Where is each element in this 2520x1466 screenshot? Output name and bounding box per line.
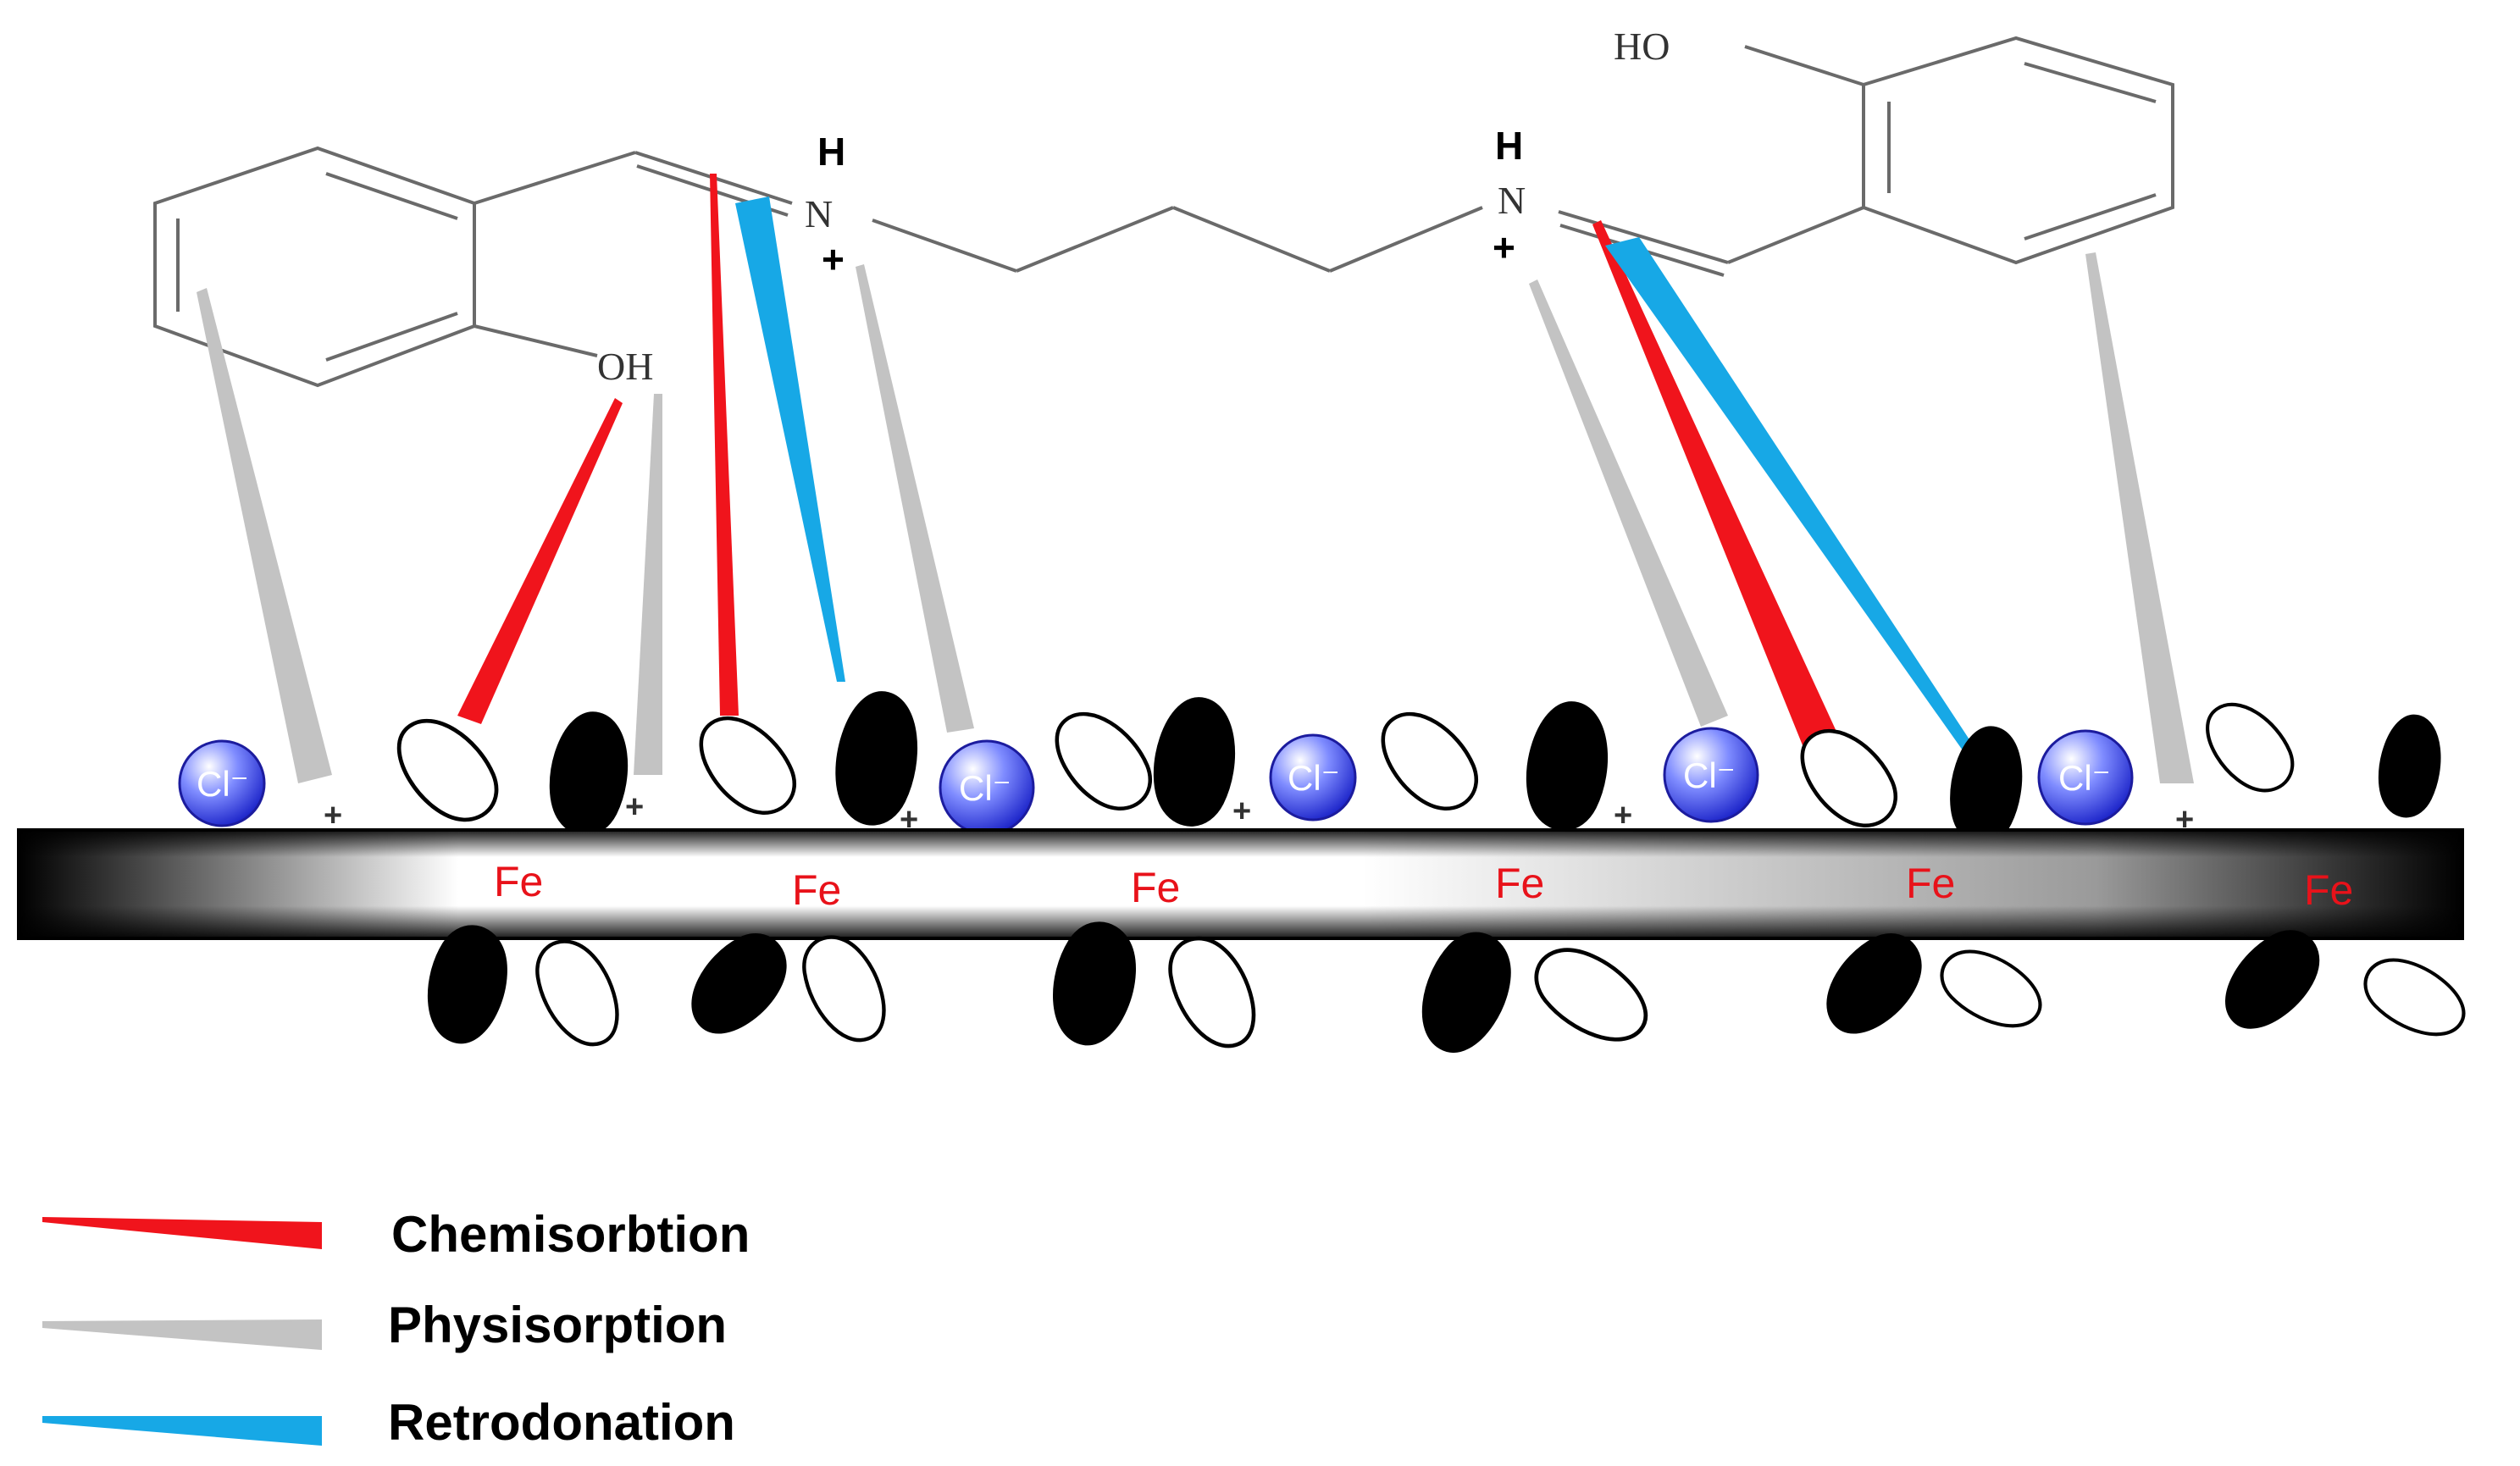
surface-plus: + [625, 789, 644, 825]
iron-label: Fe [1131, 864, 1180, 911]
physisorption-wedge [856, 264, 974, 733]
chloride-ion: Cl⁻ [939, 739, 1035, 836]
orbital-lobe-empty [1160, 927, 1266, 1059]
svg-text:Cl⁻: Cl⁻ [959, 768, 1011, 808]
chloride-ion: Cl⁻ [1663, 727, 1759, 823]
orbital-lobe-filled [1808, 921, 1938, 1046]
right-benzene-ring [1862, 36, 2174, 265]
legend-label: Physisorption [388, 1297, 727, 1353]
orbital-lobe-empty [687, 700, 808, 830]
chemisorption-wedge [457, 398, 623, 724]
chemisorption-wedge [710, 174, 739, 716]
orbital-lobe-empty [2354, 943, 2475, 1053]
legend-item-retrodonation: Retrodonation [42, 1394, 735, 1451]
physisorption-wedge [634, 394, 662, 775]
iron-surface: Fe Fe Fe Fe Fe Fe [17, 828, 2464, 940]
surface-plus: + [1232, 794, 1251, 829]
svg-text:Cl⁻: Cl⁻ [1683, 755, 1736, 795]
chloride-ion: Cl⁻ [178, 739, 266, 827]
iron-label: Fe [1906, 860, 1955, 907]
orbital-lobe-empty [384, 701, 510, 838]
hydrogen-right: H [1495, 124, 1523, 168]
retrodonation-wedge [1605, 237, 1979, 756]
retrodonation-legend-swatch [42, 1416, 322, 1446]
legend-label: Retrodonation [388, 1394, 735, 1451]
legend-item-chemisorption: Chemisorbtion [42, 1206, 750, 1263]
retrodonation-wedge [735, 196, 845, 682]
orbital-lobes-top [384, 686, 2453, 849]
surface-plus: + [324, 798, 342, 833]
chemisorption-legend-swatch [42, 1217, 322, 1249]
iron-label: Fe [792, 866, 841, 914]
left-benzene-ring [153, 146, 476, 388]
chemisorption-wedge [1592, 220, 1838, 745]
physisorption-wedge [197, 288, 332, 783]
orbital-lobe-empty [1930, 934, 2052, 1044]
nitrogen-left: N [805, 192, 833, 235]
interaction-wedges [197, 174, 2194, 783]
orbital-lobe-empty [1523, 930, 1660, 1061]
orbital-lobe-empty [527, 930, 628, 1056]
orbital-lobe-filled [1515, 696, 1621, 837]
orbital-lobe-empty [1043, 695, 1164, 826]
hydroxyl-right: HO [1614, 25, 1670, 68]
svg-text:Cl⁻: Cl⁻ [197, 764, 249, 804]
iron-label: Fe [494, 858, 543, 905]
svg-text:Cl⁻: Cl⁻ [1288, 758, 1340, 798]
orbital-lobe-empty [2195, 688, 2305, 806]
legend-label: Chemisorbtion [391, 1206, 750, 1263]
physisorption-wedge [2085, 252, 2194, 783]
legend-item-physisorption: Physisorption [42, 1297, 727, 1353]
charge-plus-right: + [1493, 225, 1515, 269]
orbital-lobe-filled [2367, 708, 2453, 824]
chloride-ions: Cl⁻ Cl⁻ Cl⁻ Cl⁻ Cl⁻ [178, 727, 2134, 836]
surface-charges: + + + + + + [324, 789, 2194, 838]
iron-label: Fe [1495, 860, 1544, 907]
orbital-lobe-filled [1403, 921, 1529, 1064]
surface-plus: + [1614, 798, 1632, 833]
hydroxyl-left: OH [597, 345, 653, 388]
chloride-ion: Cl⁻ [1269, 733, 1357, 822]
orbital-lobe-empty [1369, 695, 1490, 826]
chloride-ion: Cl⁻ [2037, 729, 2134, 826]
hydrogen-left: H [817, 130, 845, 174]
legend: Chemisorbtion Physisorption Retrodonatio… [42, 1206, 750, 1451]
physisorption-legend-swatch [42, 1319, 322, 1350]
charge-plus-left: + [822, 237, 845, 281]
nitrogen-right: N [1498, 179, 1526, 222]
orbital-lobe-empty [794, 926, 894, 1052]
orbital-lobe-filled [673, 921, 803, 1046]
svg-text:Cl⁻: Cl⁻ [2058, 758, 2111, 798]
iron-label: Fe [2304, 866, 2353, 914]
molecule-structure [153, 36, 2174, 388]
physisorption-wedge [1529, 279, 1728, 727]
